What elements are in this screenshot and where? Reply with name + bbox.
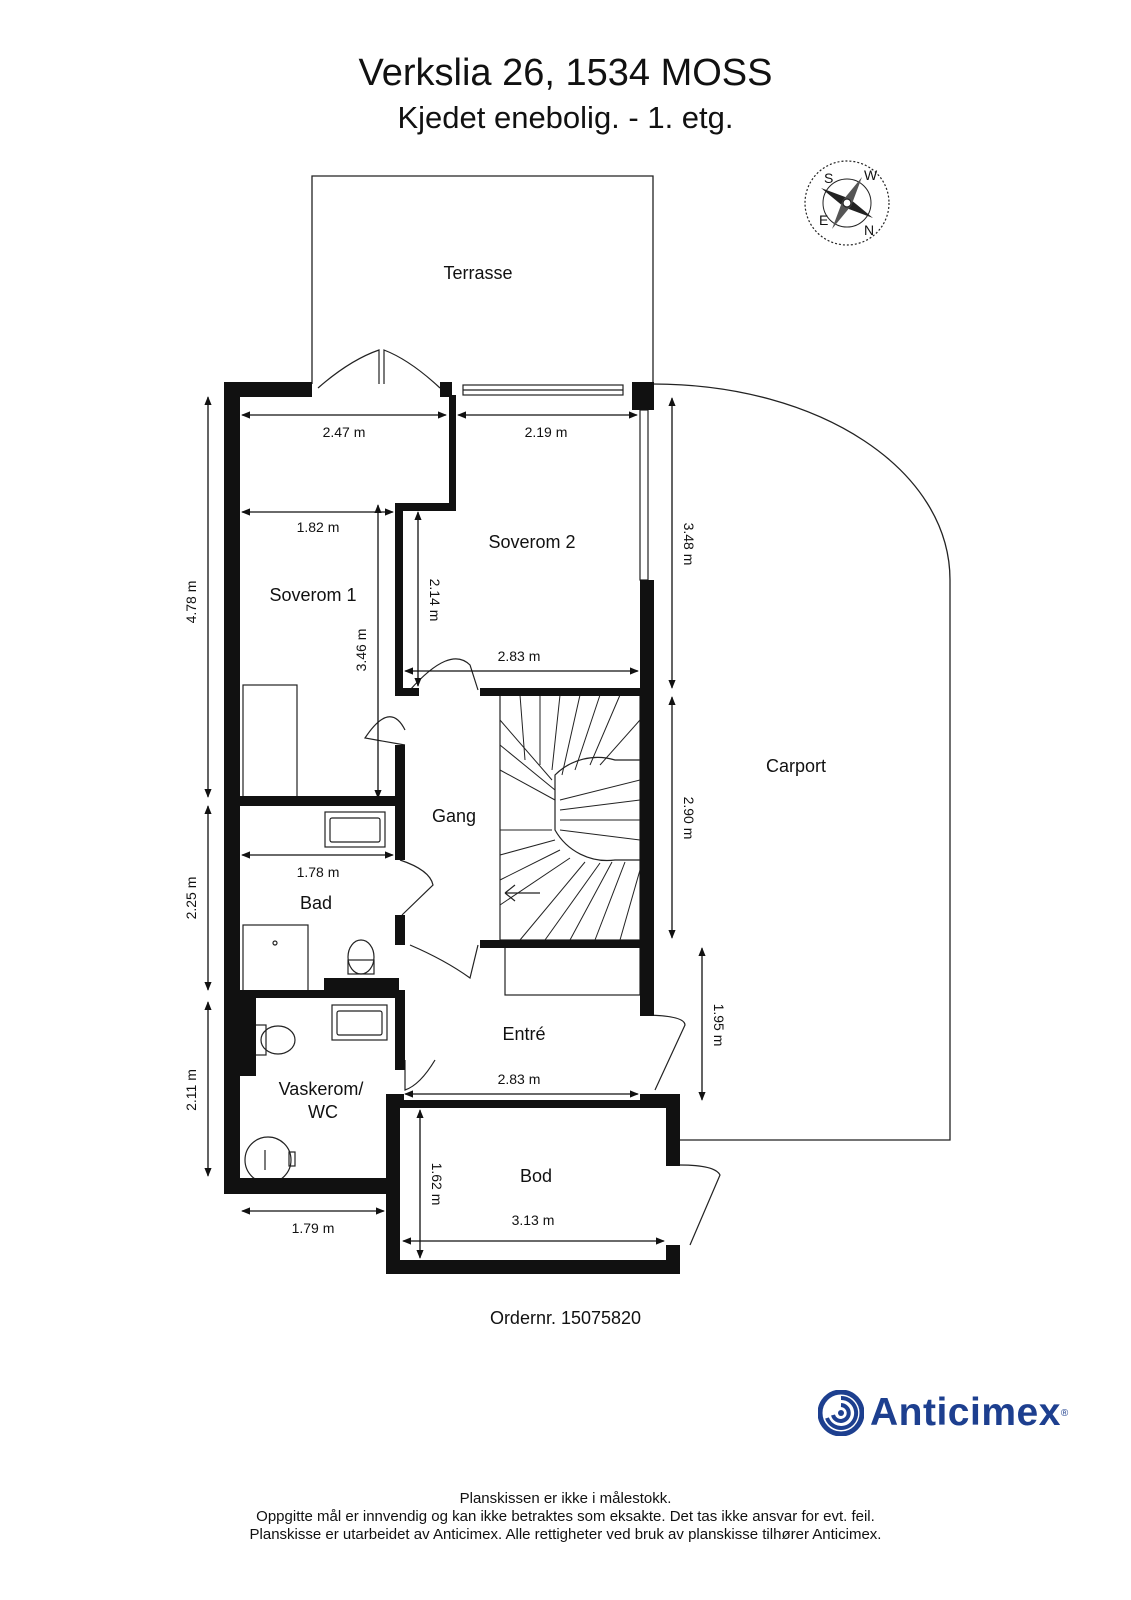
carport-outline (652, 383, 951, 1141)
dim-3-48: 3.48 m (681, 523, 697, 566)
dimension-lines (204, 396, 706, 1259)
room-gang: Gang (432, 806, 476, 826)
dim-1-62: 1.62 m (429, 1163, 445, 1206)
order-number: Ordernr. 15075820 (489, 1308, 642, 1328)
brand-name: Anticimex (870, 1391, 1061, 1434)
dim-1-95: 1.95 m (711, 1004, 727, 1047)
anticimex-logo-icon (818, 1390, 864, 1436)
dim-1-79: 1.79 m (292, 1220, 335, 1236)
footer-line-1: Planskissen er ikke i målestokk. (459, 1490, 672, 1507)
dim-1-82: 1.82 m (297, 519, 340, 535)
compass-icon: S W N E (804, 160, 890, 246)
compass-n: N (864, 222, 874, 238)
dim-2-83-a: 2.83 m (498, 648, 541, 664)
dim-2-90: 2.90 m (681, 797, 697, 840)
dim-1-78: 1.78 m (297, 864, 340, 880)
dim-3-46: 3.46 m (353, 629, 369, 672)
room-soverom-1: Soverom 1 (269, 585, 356, 605)
dim-4-78: 4.78 m (183, 581, 199, 624)
dim-2-19: 2.19 m (525, 424, 568, 440)
anticimex-logo: Anticimex ® (818, 1390, 1068, 1436)
plan-title: Verkslia 26, 1534 MOSS (358, 52, 773, 94)
room-vaskerom-line1: Vaskerom/ (279, 1079, 364, 1099)
dim-2-25: 2.25 m (183, 877, 199, 920)
plan-subtitle: Kjedet enebolig. - 1. etg. (397, 100, 734, 135)
brand-reg: ® (1060, 1407, 1069, 1419)
dim-3-13: 3.13 m (512, 1212, 555, 1228)
footer-line-2: Oppgitte mål er innvendig og kan ikke be… (256, 1508, 875, 1525)
room-entre: Entré (502, 1024, 545, 1044)
room-bod: Bod (520, 1166, 552, 1186)
compass-s: S (824, 170, 833, 186)
compass-w: W (864, 167, 878, 183)
walls (224, 382, 680, 1274)
room-terrasse: Terrasse (443, 263, 512, 283)
footer-line-3: Planskisse er utarbeidet av Anticimex. A… (249, 1526, 882, 1543)
room-bad: Bad (300, 893, 332, 913)
terrace-outline (311, 175, 654, 384)
dim-2-83-b: 2.83 m (498, 1071, 541, 1087)
dim-2-11: 2.11 m (183, 1069, 199, 1111)
room-vaskerom-line2: WC (308, 1102, 338, 1122)
compass-e: E (819, 212, 828, 228)
room-carport: Carport (766, 756, 826, 776)
footer-disclaimer: Planskissen er ikke i målestokk. Oppgitt… (0, 1490, 1131, 1544)
room-soverom-2: Soverom 2 (488, 532, 575, 552)
dim-2-14: 2.14 m (427, 579, 443, 622)
dim-2-47: 2.47 m (323, 424, 366, 440)
interior-lines (242, 349, 721, 1246)
